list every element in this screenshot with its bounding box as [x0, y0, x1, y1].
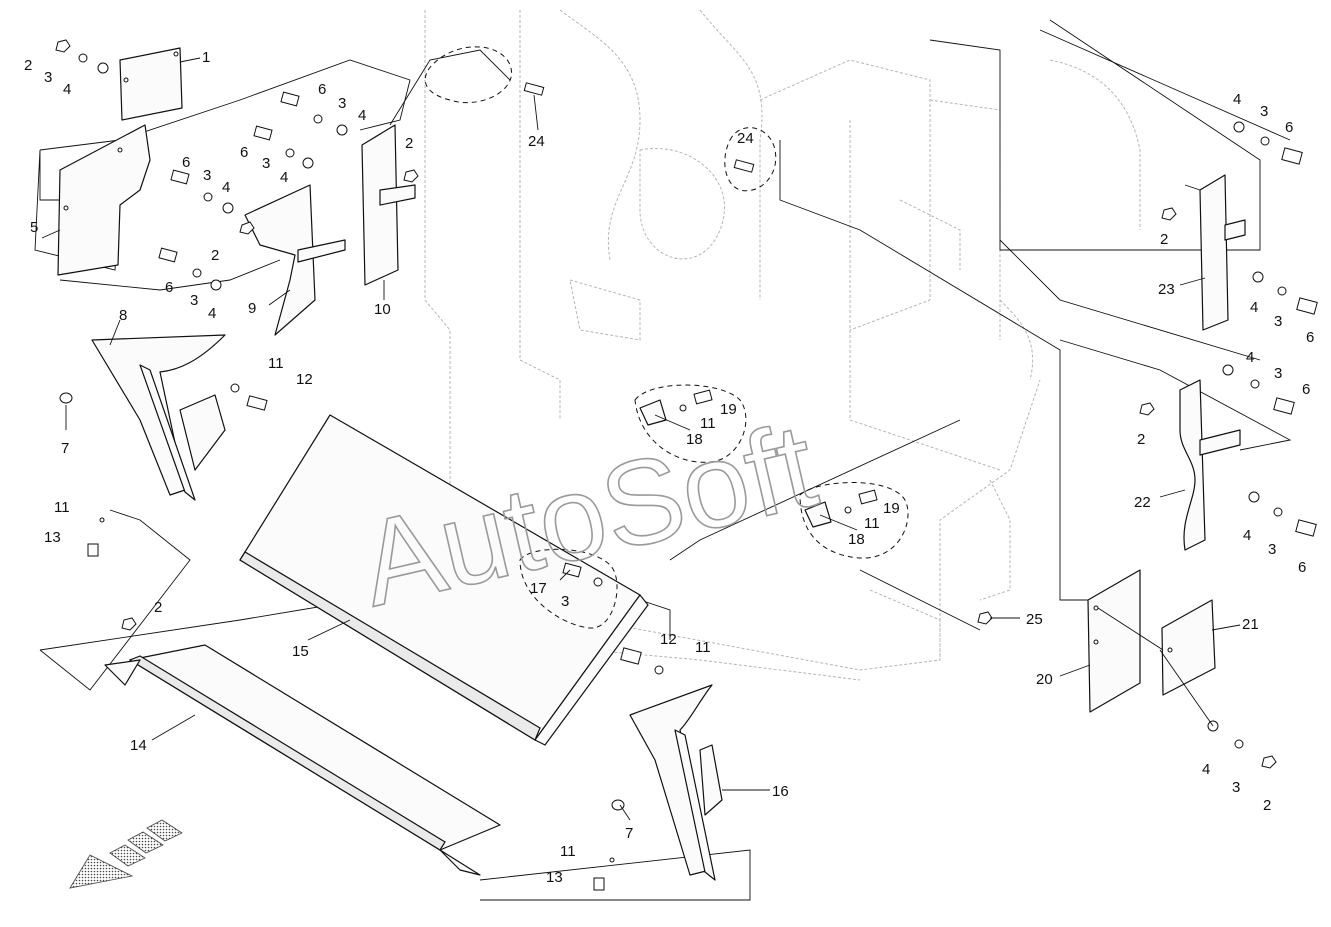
- callout-2: 2: [24, 57, 32, 74]
- callout-6: 6: [318, 81, 326, 98]
- callout-4: 4: [1233, 91, 1241, 108]
- callout-11: 11: [560, 843, 576, 860]
- callout-2: 2: [154, 599, 162, 616]
- callout-17: 17: [530, 580, 547, 597]
- callout-3: 3: [338, 95, 346, 112]
- callout-18: 18: [848, 531, 865, 548]
- callout-4: 4: [1250, 299, 1258, 316]
- callout-19: 19: [883, 500, 900, 517]
- hardware: [55, 39, 1318, 891]
- callout-4: 4: [1202, 761, 1210, 778]
- callout-21: 21: [1242, 616, 1259, 633]
- callout-6: 6: [165, 279, 173, 296]
- callout-11: 11: [700, 415, 716, 432]
- part-5: [57, 124, 151, 276]
- part-10: [361, 49, 511, 286]
- direction-arrow-icon: [69, 819, 183, 889]
- callout-6: 6: [1306, 329, 1314, 346]
- callout-6: 6: [182, 154, 190, 171]
- callout-2: 2: [405, 135, 413, 152]
- part-8: [91, 334, 226, 501]
- callout-15: 15: [292, 643, 309, 660]
- leader-lines: [41, 57, 1241, 821]
- callout-6: 6: [240, 144, 248, 161]
- callout-4: 4: [63, 81, 71, 98]
- part-23: [1184, 174, 1246, 331]
- callout-11: 11: [54, 499, 70, 516]
- callout-11: 11: [695, 639, 711, 656]
- callout-2: 2: [1263, 797, 1271, 814]
- callout-6: 6: [1285, 119, 1293, 136]
- part-21: [1161, 599, 1216, 696]
- callout-18: 18: [686, 431, 703, 448]
- callout-3: 3: [1232, 779, 1240, 796]
- callout-25: 25: [1026, 611, 1043, 628]
- callout-3: 3: [203, 167, 211, 184]
- callout-14: 14: [130, 737, 147, 754]
- callout-13: 13: [546, 869, 563, 886]
- callout-16: 16: [772, 783, 789, 800]
- callout-4: 4: [1243, 527, 1251, 544]
- callout-19: 19: [720, 401, 737, 418]
- part-16: [629, 684, 723, 881]
- callout-24: 24: [528, 133, 545, 150]
- callout-4: 4: [222, 179, 230, 196]
- callout-7: 7: [61, 440, 69, 457]
- callout-9: 9: [248, 300, 256, 317]
- callout-1: 1: [202, 49, 210, 66]
- part-1: [119, 47, 183, 121]
- callout-3: 3: [44, 69, 52, 86]
- callout-3: 3: [1268, 541, 1276, 558]
- callout-2: 2: [1160, 231, 1168, 248]
- callout-6: 6: [1298, 559, 1306, 576]
- callout-4: 4: [280, 169, 288, 186]
- callout-2: 2: [1137, 431, 1145, 448]
- callout-11: 11: [268, 355, 284, 372]
- callout-6: 6: [1302, 381, 1310, 398]
- callout-3: 3: [190, 292, 198, 309]
- callout-7: 7: [625, 825, 633, 842]
- callout-4: 4: [1246, 349, 1254, 366]
- callout-11: 11: [864, 515, 880, 532]
- part-15: [239, 414, 649, 746]
- callout-3: 3: [1274, 313, 1282, 330]
- callout-22: 22: [1134, 494, 1151, 511]
- callout-23: 23: [1158, 281, 1175, 298]
- callout-24: 24: [737, 130, 754, 147]
- callout-8: 8: [119, 307, 127, 324]
- callout-labels: 1 2 3 4 5 6 3 4 6 3 4 6 3 4 2 6 3 4 9 10…: [24, 49, 1314, 886]
- callout-13: 13: [44, 529, 61, 546]
- callout-20: 20: [1036, 671, 1053, 688]
- part-9: [244, 184, 346, 336]
- callout-12: 12: [296, 371, 313, 388]
- callout-3: 3: [1260, 103, 1268, 120]
- callout-5: 5: [30, 219, 38, 236]
- callout-2: 2: [211, 247, 219, 264]
- detail-circles: [424, 46, 909, 629]
- part-20: [1087, 569, 1141, 713]
- callout-3: 3: [262, 155, 270, 172]
- callout-4: 4: [358, 107, 366, 124]
- part-14: [104, 644, 501, 876]
- callout-12: 12: [660, 631, 677, 648]
- callout-10: 10: [374, 301, 391, 318]
- part-22: [1179, 379, 1241, 551]
- callout-3: 3: [1274, 365, 1282, 382]
- callout-4: 4: [208, 305, 216, 322]
- callout-3: 3: [561, 593, 569, 610]
